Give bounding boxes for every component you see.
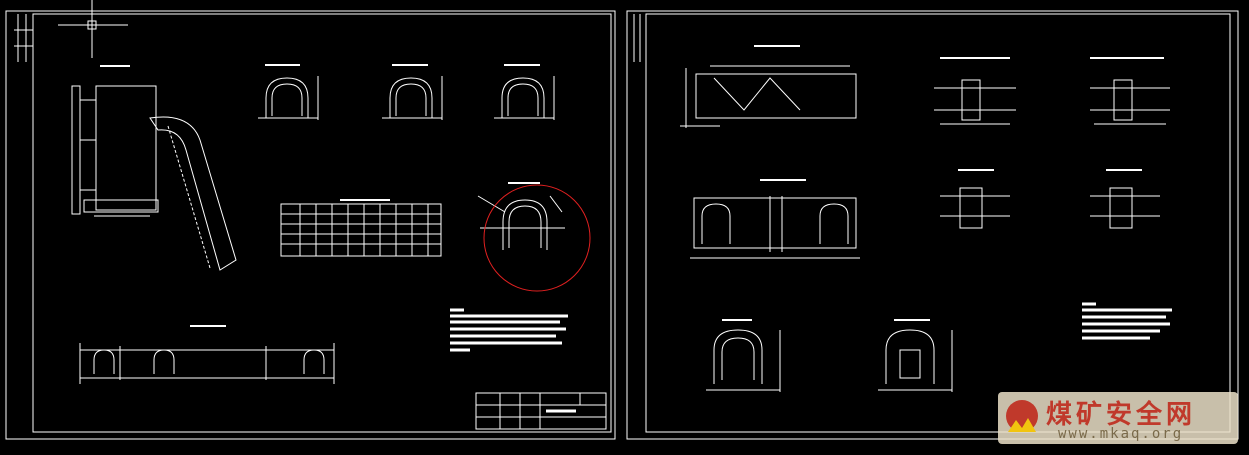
watermark-url: www.mkaq.org: [1058, 426, 1184, 442]
longitudinal-section: [79, 325, 335, 384]
watermark-banner: 煤矿安全网 www.mkaq.org: [998, 392, 1238, 444]
section-2-2: [382, 64, 443, 120]
right-sheet-inner-frame: [645, 13, 1231, 433]
plan-view-drawing: [71, 65, 237, 271]
material-table: [280, 199, 442, 257]
left-sheet-inner-frame: [32, 13, 612, 433]
section-4-4: [477, 182, 591, 292]
right-section-a-a: [706, 319, 781, 392]
right-top-section: [680, 45, 857, 128]
right-middle-section: [690, 179, 860, 259]
right-sheet-outer-frame: [626, 10, 1239, 440]
notes-block-left: [450, 308, 568, 352]
right-section-iv: [1090, 169, 1160, 229]
highlight-circle: [483, 184, 591, 292]
watermark-title: 煤矿安全网: [1046, 400, 1197, 430]
coal-mine-logo-icon: [1006, 400, 1038, 432]
right-detail-plan-1: [934, 57, 1016, 125]
right-section-b-b: [878, 319, 953, 392]
notes-block-right: [1082, 302, 1172, 340]
right-section-iii: [940, 169, 1010, 229]
right-detail-plan-2: [1090, 57, 1170, 125]
left-sheet-outer-frame: [5, 10, 616, 440]
title-block-left: [475, 392, 607, 430]
section-1-1: [258, 64, 319, 120]
section-3-3: [494, 64, 555, 120]
